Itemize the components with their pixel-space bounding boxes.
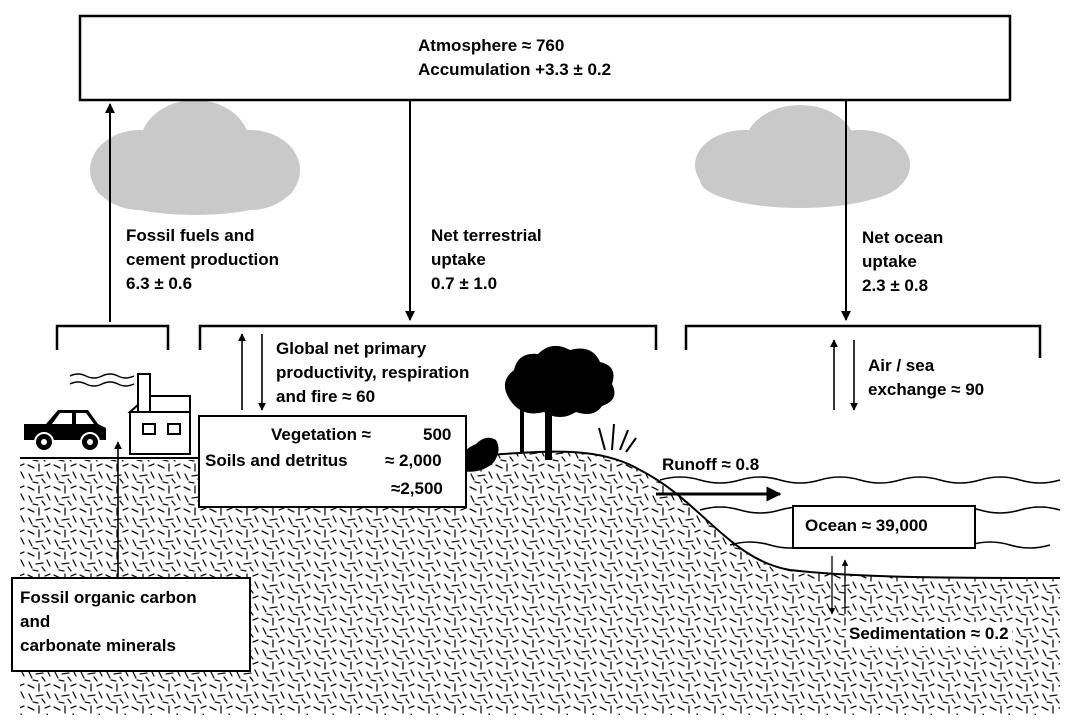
- ground-sediment: [20, 451, 1060, 715]
- atmosphere-line1: Atmosphere ≈ 760: [418, 36, 565, 55]
- fossil-reservoir-line3: carbonate minerals: [20, 636, 176, 655]
- vegetation-box-text: Vegetation ≈ 500 Soils and detritus ≈ 2,…: [201, 421, 464, 505]
- soils-value: ≈ 2,000: [385, 451, 442, 470]
- bracket-terrestrial: [198, 324, 658, 350]
- atmosphere-line2: Accumulation +3.3 ± 0.2: [418, 60, 612, 79]
- fossil-reservoir-label: Fossil organic carbon and carbonate mine…: [20, 586, 197, 658]
- cloud-right-icon: [695, 105, 910, 208]
- terrestrial-flux-label: Net terrestrial uptake 0.7 ± 1.0: [431, 224, 542, 296]
- terrestrial-flux-line1: Net terrestrial: [431, 226, 542, 245]
- factory-icon: [127, 373, 191, 455]
- air-sea-line1: Air / sea: [868, 356, 935, 375]
- bracket-ocean: [684, 324, 1042, 358]
- ocean-box: [792, 505, 976, 549]
- runoff-label: Runoff ≈ 0.8: [662, 455, 760, 474]
- fossil-flux-label: Fossil fuels and cement production 6.3 ±…: [126, 224, 279, 296]
- ocean-label: Ocean ≈ 39,000: [805, 516, 928, 535]
- car-icon: [24, 410, 106, 452]
- atmosphere-box: [78, 14, 1012, 102]
- vegetation-label: Vegetation ≈: [271, 425, 372, 444]
- ocean-flux-line3: 2.3 ± 0.8: [862, 276, 929, 295]
- land-surface-line: [20, 450, 1061, 579]
- air-sea-line2: exchange ≈ 90: [868, 380, 985, 399]
- fossil-flux-line2: cement production: [126, 250, 280, 269]
- fossil-reservoir-line1: Fossil organic carbon: [20, 588, 197, 607]
- terrestrial-flux-line3: 0.7 ± 1.0: [431, 274, 498, 293]
- vegetation-box: [198, 415, 467, 508]
- bracket-fossil: [55, 324, 170, 350]
- ocean-flux-line2: uptake: [862, 252, 917, 271]
- npp-line1: Global net primary: [276, 339, 427, 358]
- fossil-flux-line1: Fossil fuels and: [126, 226, 255, 245]
- soils-label: Soils and detritus: [205, 451, 348, 470]
- fossil-reservoir-line2: and: [20, 612, 51, 631]
- vegetation-value: 500: [423, 425, 452, 444]
- npp-line2: productivity, respiration: [276, 363, 470, 382]
- vegetation-total-value: ≈2,500: [391, 479, 443, 498]
- smoke-icon: [69, 373, 135, 387]
- ocean-flux-line1: Net ocean: [862, 228, 944, 247]
- ocean-flux-label: Net ocean uptake 2.3 ± 0.8: [862, 226, 943, 298]
- npp-label: Global net primary productivity, respira…: [276, 337, 469, 409]
- cloud-left-icon: [90, 100, 300, 215]
- terrestrial-flux-line2: uptake: [431, 250, 486, 269]
- fossil-reservoir-box: [11, 577, 251, 672]
- sedimentation-label: Sedimentation ≈ 0.2: [846, 622, 1012, 646]
- npp-line3: and fire ≈ 60: [276, 387, 376, 406]
- fossil-flux-line3: 6.3 ± 0.6: [126, 274, 193, 293]
- air-sea-label: Air / sea exchange ≈ 90: [868, 354, 984, 402]
- trees-icon: [456, 345, 637, 472]
- atmosphere-label: Atmosphere ≈ 760 Accumulation +3.3 ± 0.2: [418, 34, 611, 82]
